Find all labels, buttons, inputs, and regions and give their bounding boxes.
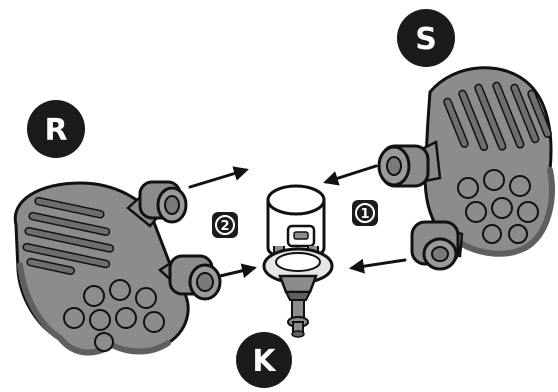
arrow-icon — [220, 268, 254, 276]
arrow-icon — [352, 260, 405, 268]
step-2-badge: 2 — [212, 212, 238, 238]
right-upper-roller — [379, 142, 440, 186]
center-connector-part — [264, 186, 332, 337]
right-paddle-part — [379, 68, 552, 269]
step-2-label: 2 — [220, 219, 229, 234]
callout-s-label: S — [415, 22, 437, 57]
step-1-badge: 1 — [352, 200, 378, 226]
callout-r-label: R — [44, 113, 67, 148]
arrow-icon — [326, 166, 376, 182]
step-1-label: 1 — [360, 207, 369, 222]
right-lower-roller — [412, 222, 462, 269]
callout-k: K — [236, 332, 292, 388]
left-paddle-part — [15, 182, 220, 353]
callout-r: R — [27, 100, 85, 158]
callout-s: S — [397, 9, 455, 67]
callout-k-label: K — [252, 344, 277, 379]
arrow-icon — [190, 170, 246, 187]
